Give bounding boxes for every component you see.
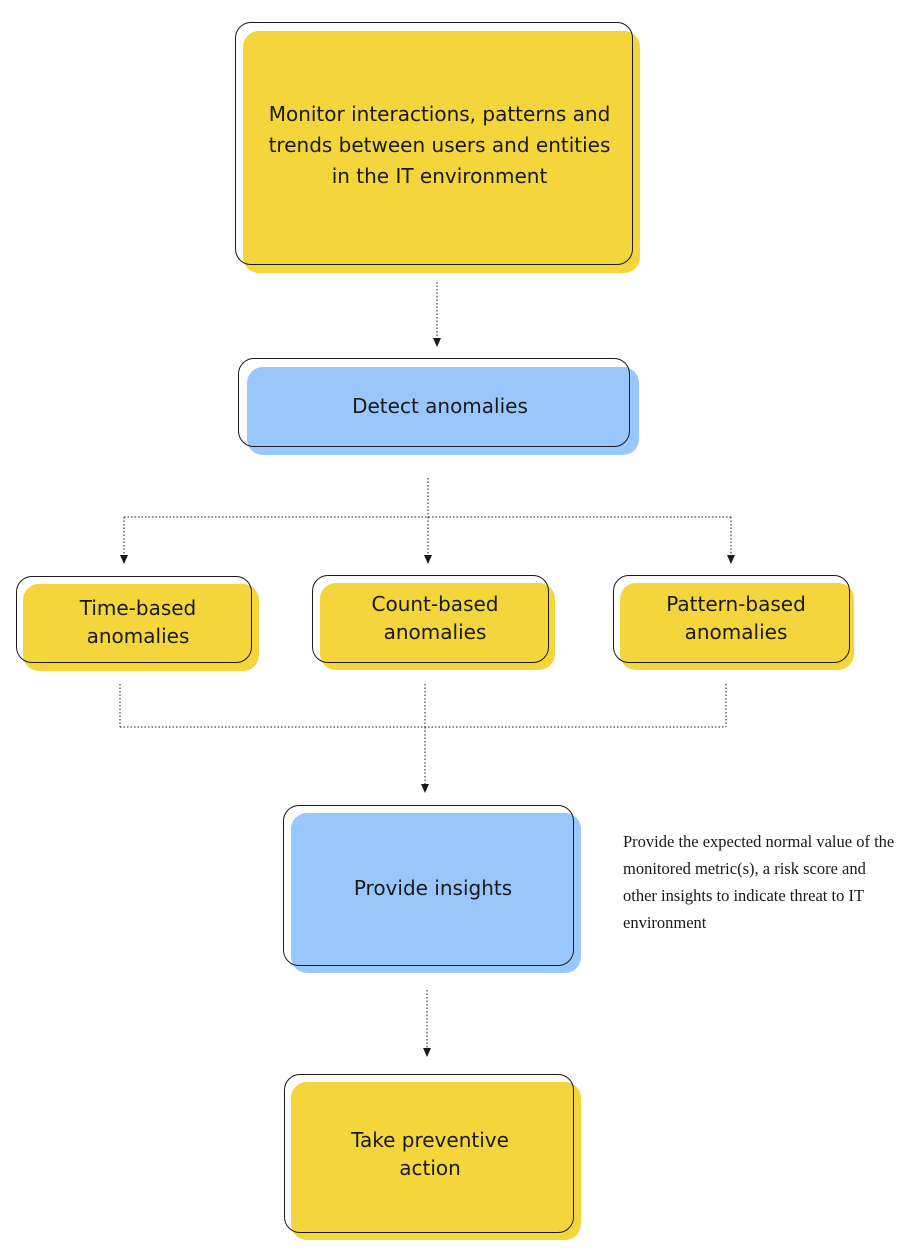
node-time-based-label: Time-based anomalies [79,596,197,648]
node-monitor-label: Monitor interactions, patterns and trend… [268,101,611,188]
node-detect-fill [247,367,639,455]
node-count-based-fill [320,583,555,670]
node-pattern-based-outline [613,575,850,663]
node-count-based-label: Count-based anomalies [371,592,499,644]
node-time-based-fill [23,584,259,671]
node-time-based-outline [16,576,252,663]
node-count-based-outline [312,575,549,663]
node-insights-outline [283,805,574,966]
insights-annotation: Provide the expected normal value of the… [623,832,895,932]
node-insights-fill [291,813,581,973]
node-action-label: Take preventive action [351,1128,509,1180]
node-detect-label: Detect anomalies [352,394,528,418]
node-action-fill [291,1082,581,1240]
node-action-outline [284,1074,574,1233]
node-monitor-outline [235,22,633,265]
node-detect-outline [238,358,630,447]
node-insights-label: Provide insights [353,876,513,900]
node-pattern-based-label: Pattern-based anomalies [666,592,806,644]
node-monitor-fill [243,31,640,273]
node-pattern-based-fill [620,583,854,670]
